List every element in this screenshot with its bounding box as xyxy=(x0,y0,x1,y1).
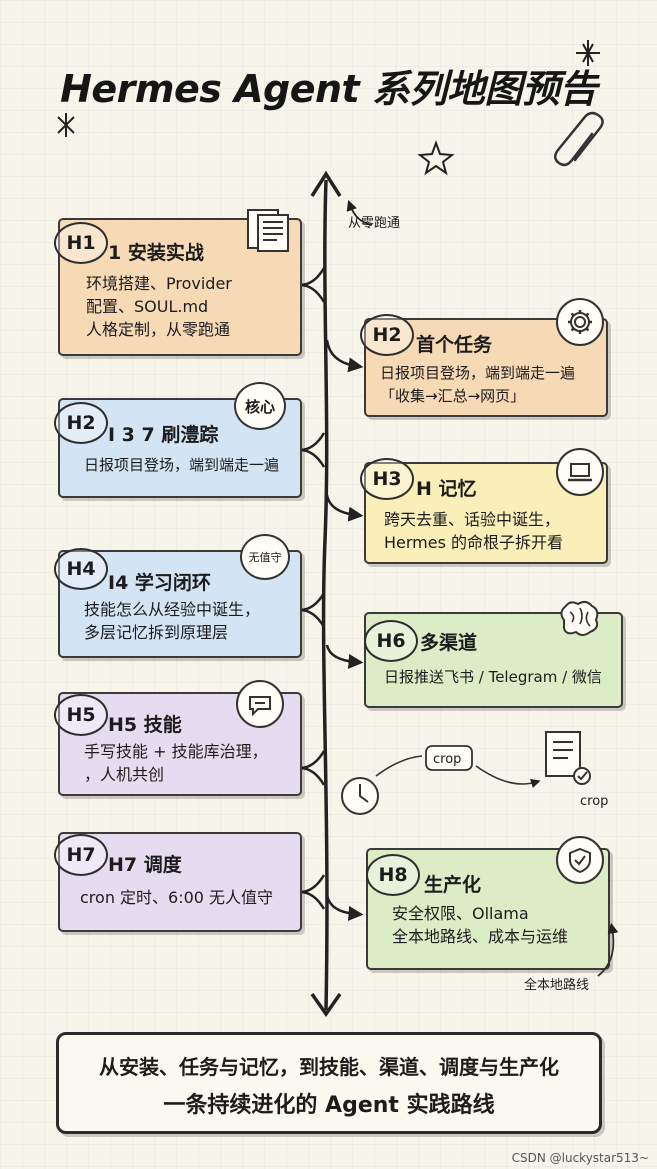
card-h6: H6 多渠道 日报推送飞书 / Telegram / 微信 xyxy=(364,612,623,708)
page-title: Hermes Agent 系列地图预告 xyxy=(60,67,597,111)
unattended-tag: 无值守 xyxy=(240,534,290,580)
crop-label-center: crop xyxy=(433,752,462,767)
sparkle-icon xyxy=(576,40,600,66)
checklist-icon xyxy=(545,731,591,785)
card-badge: H8 xyxy=(366,854,420,896)
star-icon xyxy=(57,113,75,137)
card-title: H5 技能 xyxy=(108,714,182,736)
card-body: 技能怎么从经验中诞生，多层记忆拆到原理层 xyxy=(84,600,261,642)
card-title: 1 安装实战 xyxy=(108,242,204,264)
watermark: CSDN @luckystar513~ xyxy=(511,1151,649,1165)
spine-note: 从零跑通 xyxy=(348,216,401,231)
summary-line-2: 一条持续进化的 Agent 实践路线 xyxy=(163,1093,495,1118)
summary-line-1: 从安装、任务与记忆，到技能、渠道、调度与生产化 xyxy=(99,1055,559,1079)
card-title: I 3 7 刷澧踪 xyxy=(108,424,219,446)
shield-icon xyxy=(556,836,604,884)
card-h2-core: H2 I 3 7 刷澧踪 日报项目登场，端到端走一遍 xyxy=(54,398,302,498)
card-h7: H7 H7 调度 cron 定时、6:00 无人值守 xyxy=(54,832,302,932)
card-title: I4 学习闭环 xyxy=(108,572,211,594)
h8-note-arrow xyxy=(597,922,619,977)
brain-icon xyxy=(560,600,599,636)
card-body: 日报项目登场，端到端走一遍「收集→汇总→网页」 xyxy=(380,364,576,405)
star-icon xyxy=(417,140,455,176)
card-badge: H4 xyxy=(54,548,108,590)
crop-box xyxy=(425,745,473,771)
crop-label-right: crop xyxy=(580,794,609,809)
card-body: 跨天去重、话验中诞生，Hermes 的命根子拆开看 xyxy=(384,510,564,552)
card-h4: H4 I4 学习闭环 技能怎么从经验中诞生，多层记忆拆到原理层 xyxy=(54,548,302,658)
paperclip-icon xyxy=(554,111,604,167)
card-badge: H7 xyxy=(54,834,108,876)
card-badge: H3 xyxy=(360,458,414,500)
card-title: 生产化 xyxy=(424,874,482,896)
card-badge: H1 xyxy=(54,222,108,264)
h8-note: 全本地路线 xyxy=(524,978,590,993)
card-badge: H6 xyxy=(364,620,418,662)
gear-icon xyxy=(556,298,604,346)
clock-icon xyxy=(341,777,379,815)
card-body: 日报推送飞书 / Telegram / 微信 xyxy=(384,668,602,686)
laptop-icon xyxy=(556,448,604,496)
card-title: 多渠道 xyxy=(420,632,478,654)
card-body: cron 定时、6:00 无人值守 xyxy=(80,888,274,907)
core-tag: 核心 xyxy=(234,382,286,430)
card-h2-first-task: H2 首个任务 日报项目登场，端到端走一遍「收集→汇总→网页」 xyxy=(360,314,608,417)
card-title: H7 调度 xyxy=(108,854,182,876)
card-badge: H2 xyxy=(54,402,108,444)
card-body: 手写技能 + 技能库治理，，人机共创 xyxy=(84,742,268,784)
card-body: 日报项目登场，端到端走一遍 xyxy=(84,456,280,474)
card-title: 首个任务 xyxy=(416,334,493,356)
card-badge: H2 xyxy=(360,314,414,356)
chat-icon xyxy=(236,680,284,728)
summary-box: 从安装、任务与记忆，到技能、渠道、调度与生产化 一条持续进化的 Agent 实践… xyxy=(56,1032,602,1134)
card-title: H 记忆 xyxy=(416,478,477,500)
document-icon xyxy=(247,209,289,252)
flow-sketch xyxy=(341,731,591,815)
card-badge: H5 xyxy=(54,694,108,736)
